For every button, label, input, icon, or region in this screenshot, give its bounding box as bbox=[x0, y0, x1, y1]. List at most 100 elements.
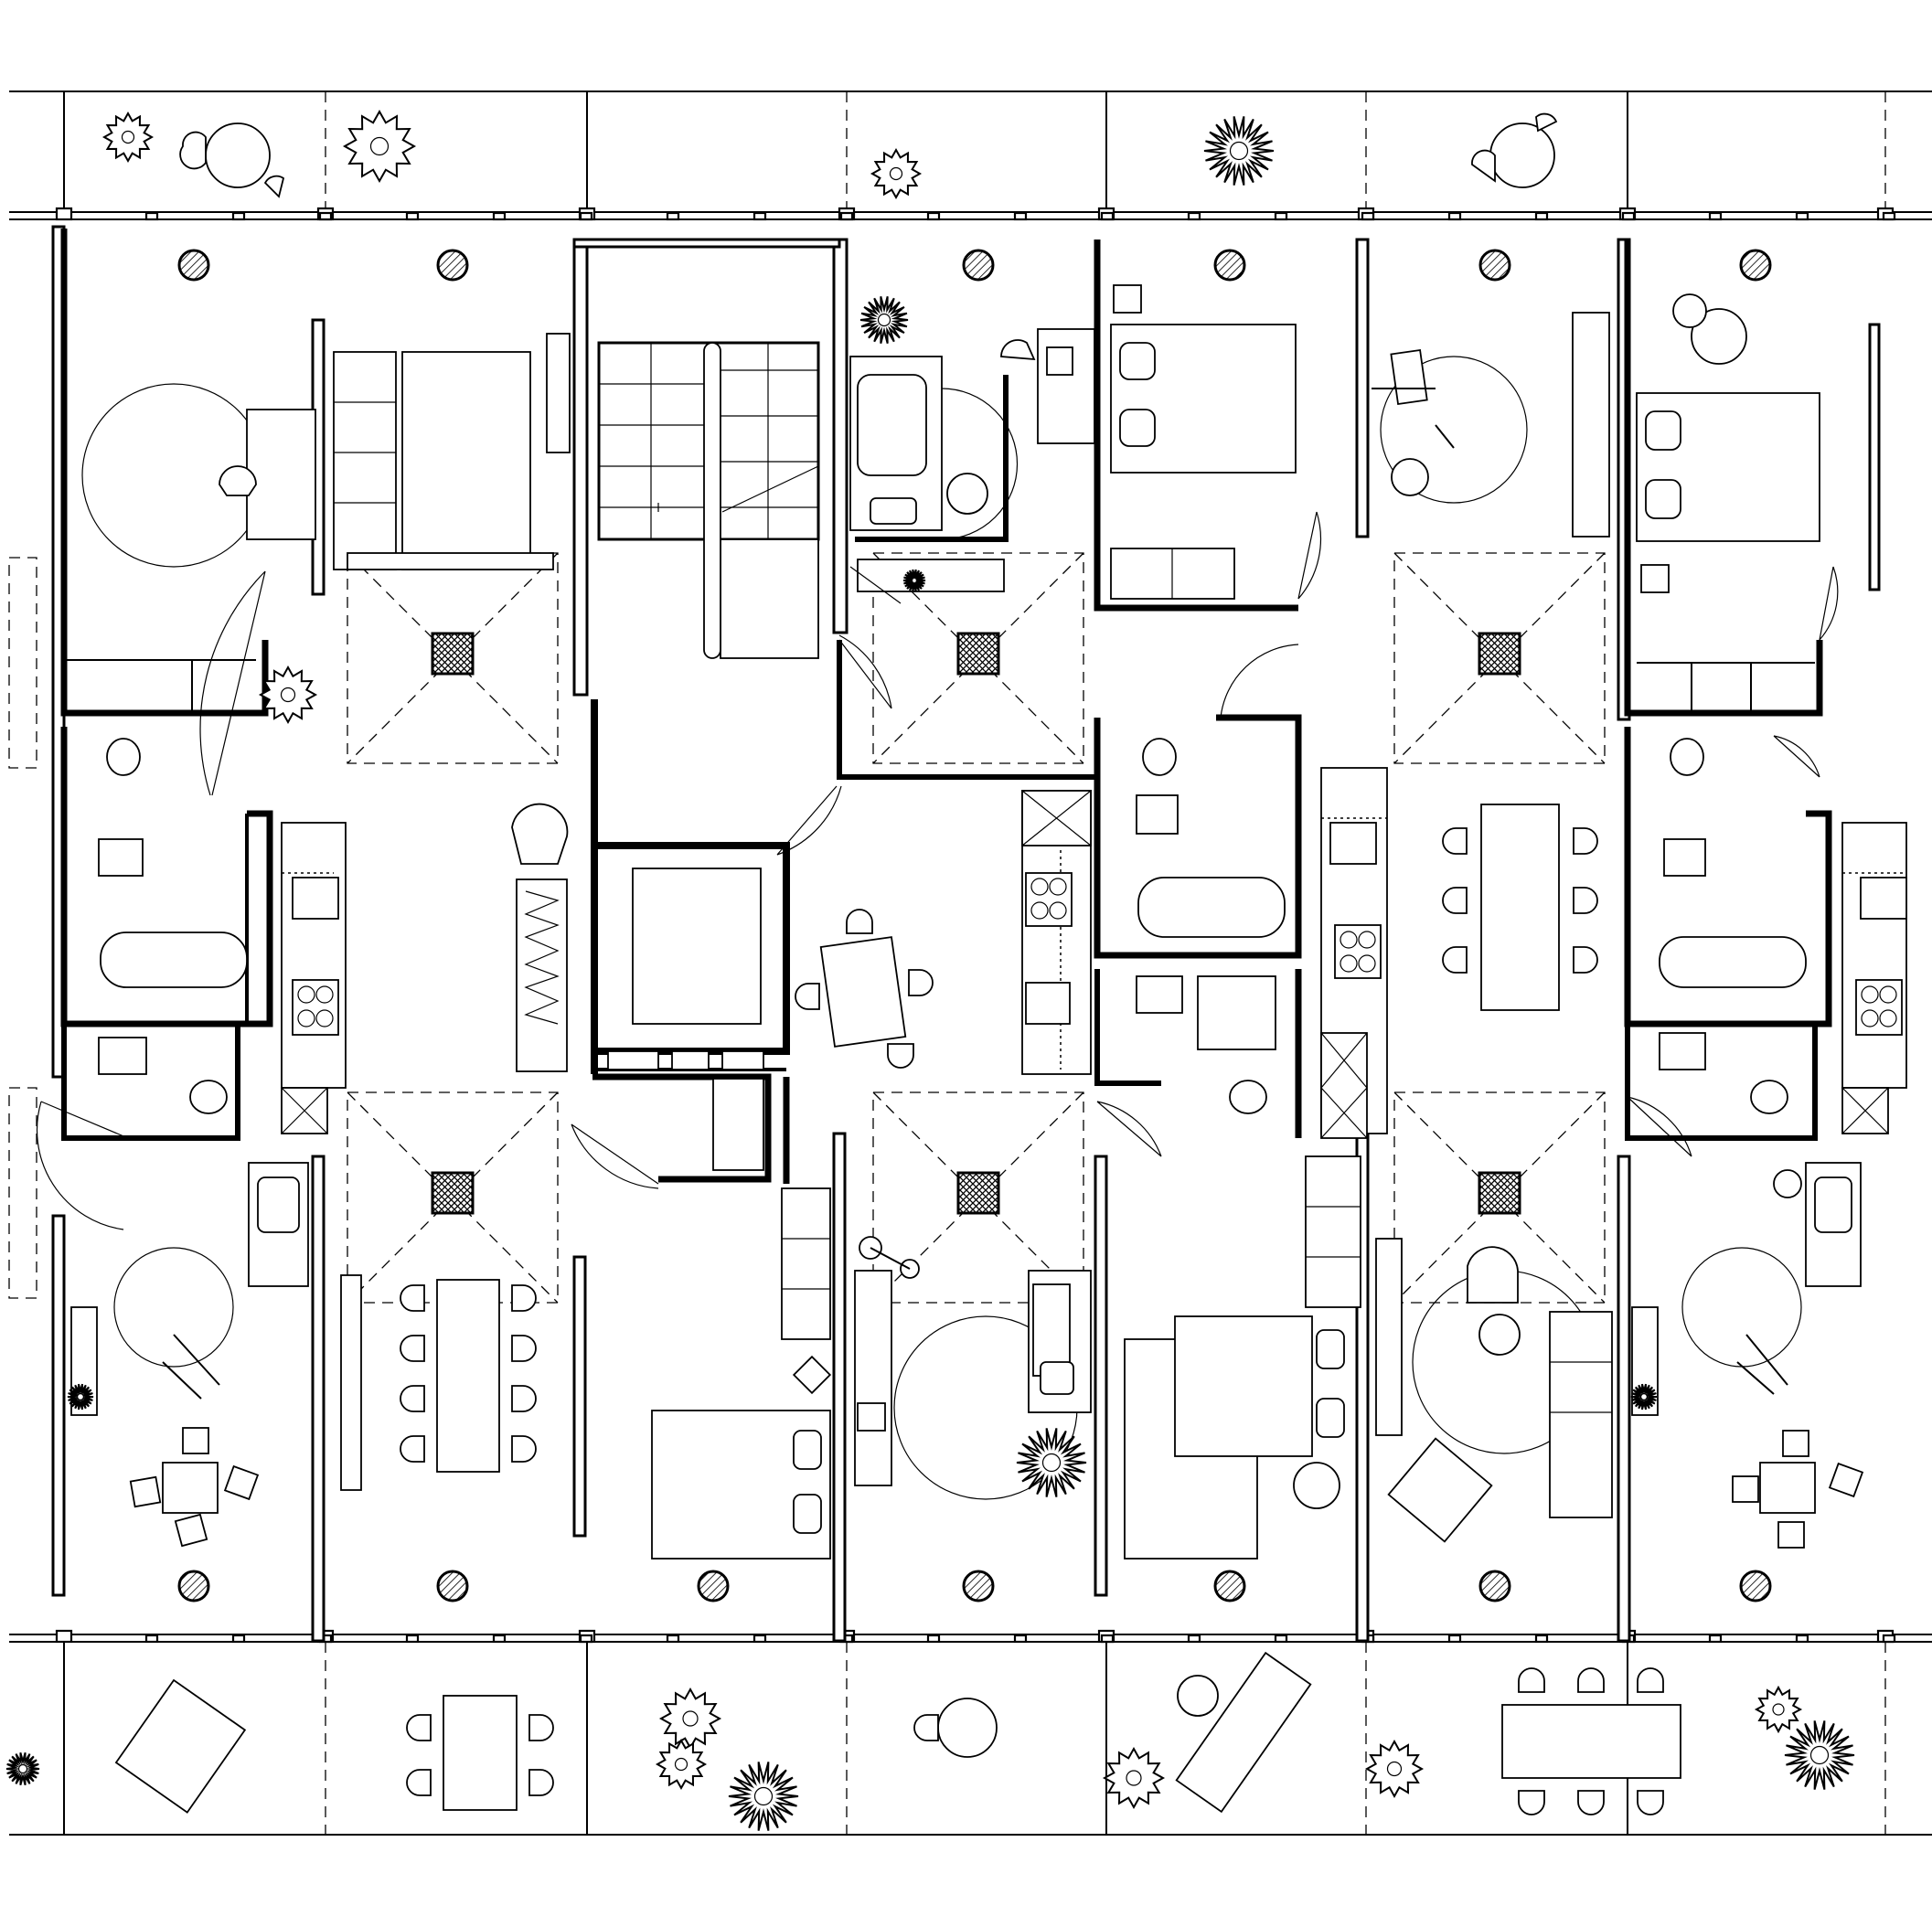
north-balcony-furniture bbox=[179, 112, 1558, 198]
facade-mullion bbox=[1274, 211, 1288, 221]
plant bbox=[911, 577, 918, 584]
plants bbox=[5, 109, 1855, 1831]
pillar bbox=[1478, 1171, 1521, 1215]
chair bbox=[1573, 946, 1598, 974]
chair bbox=[406, 1769, 432, 1796]
facade-mullion bbox=[144, 211, 159, 221]
stair-flight bbox=[720, 538, 819, 659]
plant bbox=[280, 687, 296, 703]
living-south-east bbox=[1375, 1238, 1613, 1543]
pillar bbox=[431, 632, 475, 676]
facade-mullion bbox=[1708, 1634, 1723, 1644]
plant bbox=[5, 1751, 40, 1786]
plant bbox=[1126, 1770, 1142, 1786]
plant bbox=[859, 296, 909, 344]
facade-mullion bbox=[1795, 211, 1809, 221]
plant bbox=[101, 111, 155, 164]
facade-mullion bbox=[1534, 211, 1549, 221]
south-balcony-furniture bbox=[114, 1651, 1681, 1815]
plant bbox=[1016, 1428, 1087, 1497]
facade-column bbox=[962, 1570, 995, 1602]
kitchen-west bbox=[281, 822, 347, 1134]
plant bbox=[1809, 1745, 1830, 1765]
chair bbox=[511, 1385, 537, 1412]
facade-mullion bbox=[144, 1634, 159, 1644]
chair bbox=[887, 1043, 914, 1069]
kitchen-center-east bbox=[1320, 767, 1388, 1139]
plant bbox=[1630, 1383, 1658, 1411]
chair bbox=[1442, 946, 1468, 974]
facade-mullion bbox=[666, 1634, 680, 1644]
facade-column bbox=[1213, 1570, 1246, 1602]
plant bbox=[674, 1757, 688, 1772]
chair bbox=[1442, 887, 1468, 914]
chair bbox=[913, 1714, 939, 1741]
bedroom-south-center bbox=[1124, 1155, 1361, 1560]
facade-mullion bbox=[1013, 1634, 1028, 1644]
facade-mullion bbox=[1795, 1634, 1809, 1644]
pillar bbox=[1478, 632, 1521, 676]
bedroom-south-east bbox=[1631, 1162, 1864, 1549]
chair bbox=[1637, 1790, 1664, 1815]
bathroom-center bbox=[1094, 714, 1302, 1138]
plant bbox=[1102, 1746, 1166, 1810]
chair bbox=[795, 983, 820, 1010]
plant bbox=[902, 569, 926, 592]
chair bbox=[1637, 1667, 1664, 1693]
facade-column bbox=[1478, 1570, 1511, 1602]
plant bbox=[342, 109, 417, 184]
bedroom-south-center-west bbox=[651, 1187, 832, 1560]
plant bbox=[655, 1738, 708, 1791]
facade-mullion bbox=[1534, 1634, 1549, 1644]
facade-mullion bbox=[1447, 1634, 1462, 1644]
bedroom-north-center bbox=[1110, 284, 1297, 600]
chair bbox=[528, 1714, 554, 1741]
plant bbox=[877, 313, 891, 327]
plant bbox=[369, 136, 390, 156]
facade-column bbox=[436, 1570, 469, 1602]
office-north-center bbox=[849, 328, 1095, 592]
pillar bbox=[956, 632, 1000, 676]
facade-mullion bbox=[405, 1634, 420, 1644]
structural-bay bbox=[347, 552, 559, 764]
room-north-center-east bbox=[1372, 312, 1610, 538]
chair bbox=[1573, 887, 1598, 914]
facade-mullion bbox=[666, 211, 680, 221]
chair bbox=[511, 1335, 537, 1362]
chair bbox=[908, 969, 934, 996]
chair bbox=[400, 1385, 425, 1412]
facade-mullion bbox=[1708, 211, 1723, 221]
facade-mullion bbox=[1361, 211, 1375, 221]
facade-column bbox=[1739, 1570, 1772, 1602]
facade-mullion bbox=[1882, 211, 1896, 221]
facade-column bbox=[436, 249, 469, 282]
pillar bbox=[956, 1171, 1000, 1215]
facade-mullion bbox=[55, 207, 73, 221]
chair bbox=[528, 1769, 554, 1796]
facade-mullion bbox=[579, 1634, 593, 1644]
plant bbox=[1364, 1739, 1425, 1799]
bedroom-south-west bbox=[70, 1162, 309, 1548]
north-bedroom-walls bbox=[60, 229, 1823, 717]
chair bbox=[511, 1284, 537, 1312]
structural-bay bbox=[8, 557, 37, 769]
chair bbox=[1577, 1790, 1605, 1815]
plant bbox=[258, 665, 318, 725]
facade-mullion bbox=[1187, 1634, 1201, 1644]
facade-mullion bbox=[753, 211, 767, 221]
bathroom-west bbox=[60, 727, 273, 1141]
facade-column bbox=[1213, 249, 1246, 282]
facade-mullion bbox=[579, 211, 593, 221]
facade-column bbox=[1478, 249, 1511, 282]
facade-columns bbox=[177, 249, 1772, 1602]
plant bbox=[1203, 116, 1275, 186]
facade-column bbox=[962, 249, 995, 282]
plant bbox=[682, 1710, 699, 1727]
facade-mullion bbox=[1013, 211, 1028, 221]
facade-mullion bbox=[1447, 211, 1462, 221]
dining-center-east bbox=[1442, 804, 1598, 1011]
structural-bay bbox=[347, 1091, 559, 1304]
plant bbox=[1386, 1761, 1403, 1777]
pillar bbox=[431, 1171, 475, 1215]
